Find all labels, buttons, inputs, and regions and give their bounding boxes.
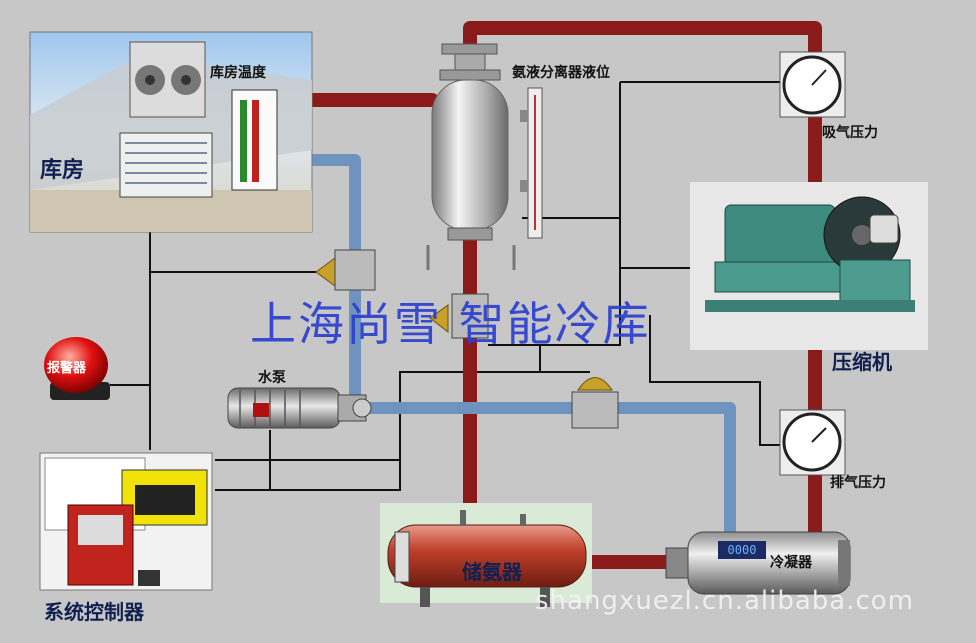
separator-level-label: 氨液分离器液位 [512, 65, 610, 81]
alarm-label: 报警器 [47, 361, 87, 376]
solenoid-valve-1 [315, 249, 376, 291]
compressor-label: 压缩机 [832, 350, 892, 374]
compressor-picture [690, 182, 928, 350]
receiver-label: 储氨器 [462, 560, 522, 584]
solenoid-valve-3 [571, 377, 619, 429]
cold-room-picture [29, 31, 313, 233]
separator-tank [426, 43, 543, 270]
watermark-site: shangxuezl.cn.alibaba.com [535, 586, 915, 616]
receiver-tank [380, 503, 592, 607]
ammonia-pipes [298, 21, 822, 569]
suction-gauge [779, 51, 846, 118]
water-pipes [294, 154, 736, 551]
suction-pressure-label: 吸气压力 [822, 125, 878, 141]
watermark-title: 上海尚雪 智能冷库 [250, 297, 651, 351]
discharge-gauge [779, 409, 846, 476]
condenser-display: 0000 [718, 541, 766, 559]
controller-picture [39, 452, 213, 591]
solenoid-valve-2 [429, 293, 489, 339]
alarm-light [44, 337, 110, 400]
water-pump [227, 387, 372, 429]
discharge-pressure-label: 排气压力 [830, 475, 886, 491]
cold-room-label: 库房 [40, 158, 85, 183]
cold-room-temp-label: 库房温度 [210, 65, 266, 81]
controller-label: 系统控制器 [44, 600, 144, 624]
condenser-label: 冷凝器 [770, 555, 812, 571]
pump-label: 水泵 [258, 370, 286, 386]
